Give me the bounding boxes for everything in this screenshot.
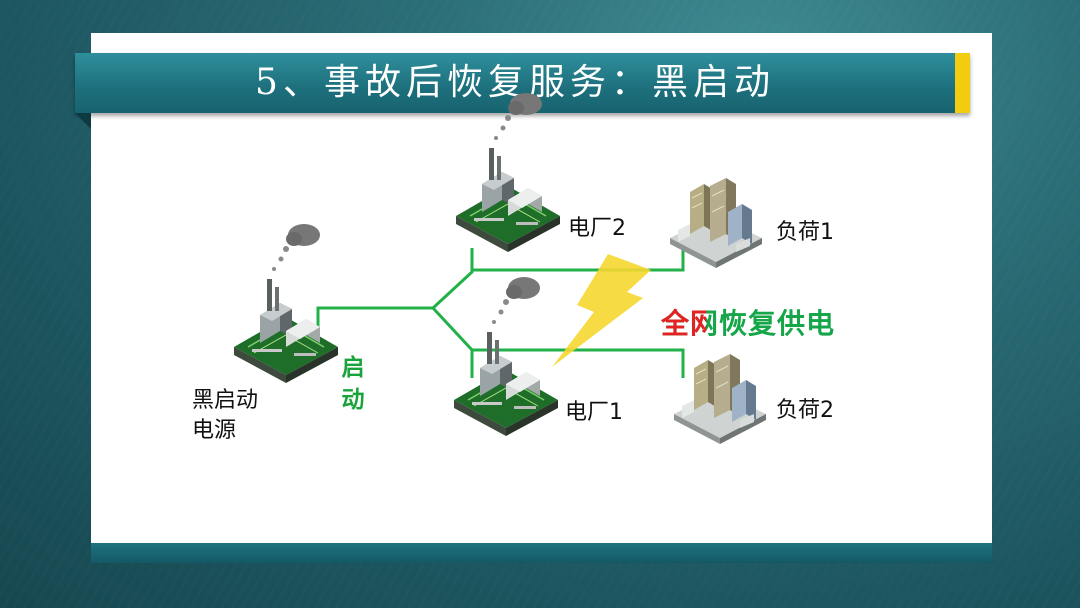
- line-hub-to-plant2: [431, 248, 474, 310]
- title-bar-fold: [75, 113, 91, 129]
- transmission-network: [316, 248, 685, 378]
- plant1-icon: [453, 276, 559, 437]
- slide-bottom-band: [91, 543, 992, 563]
- start-annotation-line2: 动: [341, 387, 365, 413]
- line-plant2-to-load1: [472, 248, 685, 272]
- blackstart-plant-icon: [233, 223, 339, 384]
- slide-title: 5、事故后恢复服务：黑启动: [255, 62, 775, 103]
- plant1-label: 电厂1: [565, 400, 623, 425]
- load2-label: 负荷2: [776, 398, 834, 423]
- line-hub-to-plant1: [431, 306, 474, 378]
- load1-label: 负荷1: [776, 220, 834, 245]
- restore-power-text-red-overlay: 全网恢复供电: [661, 302, 706, 342]
- load2-city-icon: [673, 353, 767, 445]
- plant2-icon: [455, 92, 561, 253]
- restore-power-text: 全网恢复供电: [661, 307, 836, 340]
- slide-canvas: [91, 33, 992, 563]
- lightning-bolt-icon: [552, 254, 651, 367]
- line-plant1-to-load2: [472, 348, 685, 378]
- plant2-label: 电厂2: [568, 216, 626, 241]
- line-blackstart-to-hub: [316, 306, 433, 330]
- title-accent-strip: [955, 53, 970, 113]
- start-annotation-line1: 启: [341, 355, 365, 381]
- start-annotation: 启 动: [338, 352, 368, 416]
- blackstart-label-line2: 电源: [192, 418, 237, 443]
- blackstart-label-line1: 黑启动: [192, 388, 259, 413]
- blackstart-label: 黑启动 电源: [192, 386, 258, 446]
